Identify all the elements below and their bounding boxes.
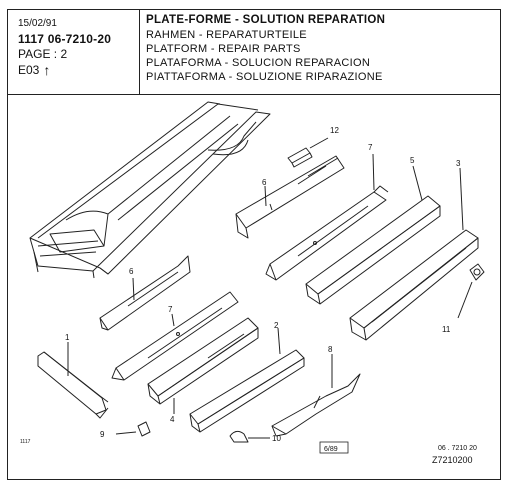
header-column-divider xyxy=(139,9,140,95)
title-german: RAHMEN - REPARATURTEILE xyxy=(146,29,307,41)
sheet-frame xyxy=(7,9,501,480)
part-code: 06 . 7210 20 xyxy=(438,445,477,452)
callout-7-upper: 7 xyxy=(368,143,373,152)
part-7-lower xyxy=(111,291,239,381)
part-6-lower xyxy=(99,255,191,331)
part-1 xyxy=(37,342,109,419)
part-5 xyxy=(305,165,441,305)
part-8 xyxy=(271,354,361,437)
part-11 xyxy=(457,263,485,319)
footer-code: 1117 xyxy=(20,439,31,445)
callout-1: 1 xyxy=(65,333,70,342)
callout-9: 9 xyxy=(100,430,105,439)
revision-stamp: 6/89 xyxy=(324,446,338,453)
header-divider xyxy=(7,94,501,95)
part-7-upper xyxy=(265,153,389,281)
edition-code: E03 xyxy=(18,63,40,77)
stamp-box xyxy=(319,441,349,454)
part-6-upper xyxy=(235,155,345,239)
up-arrow-icon: ↑ xyxy=(43,62,51,78)
callout-7-lower: 7 xyxy=(168,305,173,314)
callout-5: 5 xyxy=(410,156,415,165)
exploded-parts-drawing: 12 7 5 3 6 6 7 2 1 8 11 4 9 10 1117 6/89… xyxy=(20,101,485,465)
callout-11: 11 xyxy=(442,325,451,334)
callout-6-lower: 6 xyxy=(129,267,134,276)
callout-3: 3 xyxy=(456,159,461,168)
title-spanish: PLATAFORMA - SOLUCION REPARACION xyxy=(146,57,371,69)
callout-6-upper: 6 xyxy=(262,178,267,187)
edition: E03↑ xyxy=(18,63,50,77)
callout-8: 8 xyxy=(328,345,333,354)
issue-date: 15/02/91 xyxy=(18,18,57,29)
title-italian: PIATTAFORMA - SOLUZIONE RIPARAZIONE xyxy=(146,71,383,83)
callout-10: 10 xyxy=(272,434,281,443)
document-reference: 1117 06-7210-20 xyxy=(18,32,112,46)
part-12 xyxy=(287,137,329,168)
callout-12: 12 xyxy=(330,126,339,135)
title-french: PLATE-FORME - SOLUTION REPARATION xyxy=(146,14,386,26)
title-english: PLATFORM - REPAIR PARTS xyxy=(146,43,301,55)
callout-4: 4 xyxy=(170,415,175,424)
part-2 xyxy=(189,327,305,433)
part-9 xyxy=(115,421,151,437)
drawing-id: Z7210200 xyxy=(432,455,473,465)
part-3 xyxy=(349,167,479,341)
part-10 xyxy=(229,430,270,443)
page-number: PAGE : 2 xyxy=(18,47,68,61)
platform-frame xyxy=(29,101,271,279)
callout-2: 2 xyxy=(274,321,279,330)
part-4 xyxy=(147,317,259,414)
